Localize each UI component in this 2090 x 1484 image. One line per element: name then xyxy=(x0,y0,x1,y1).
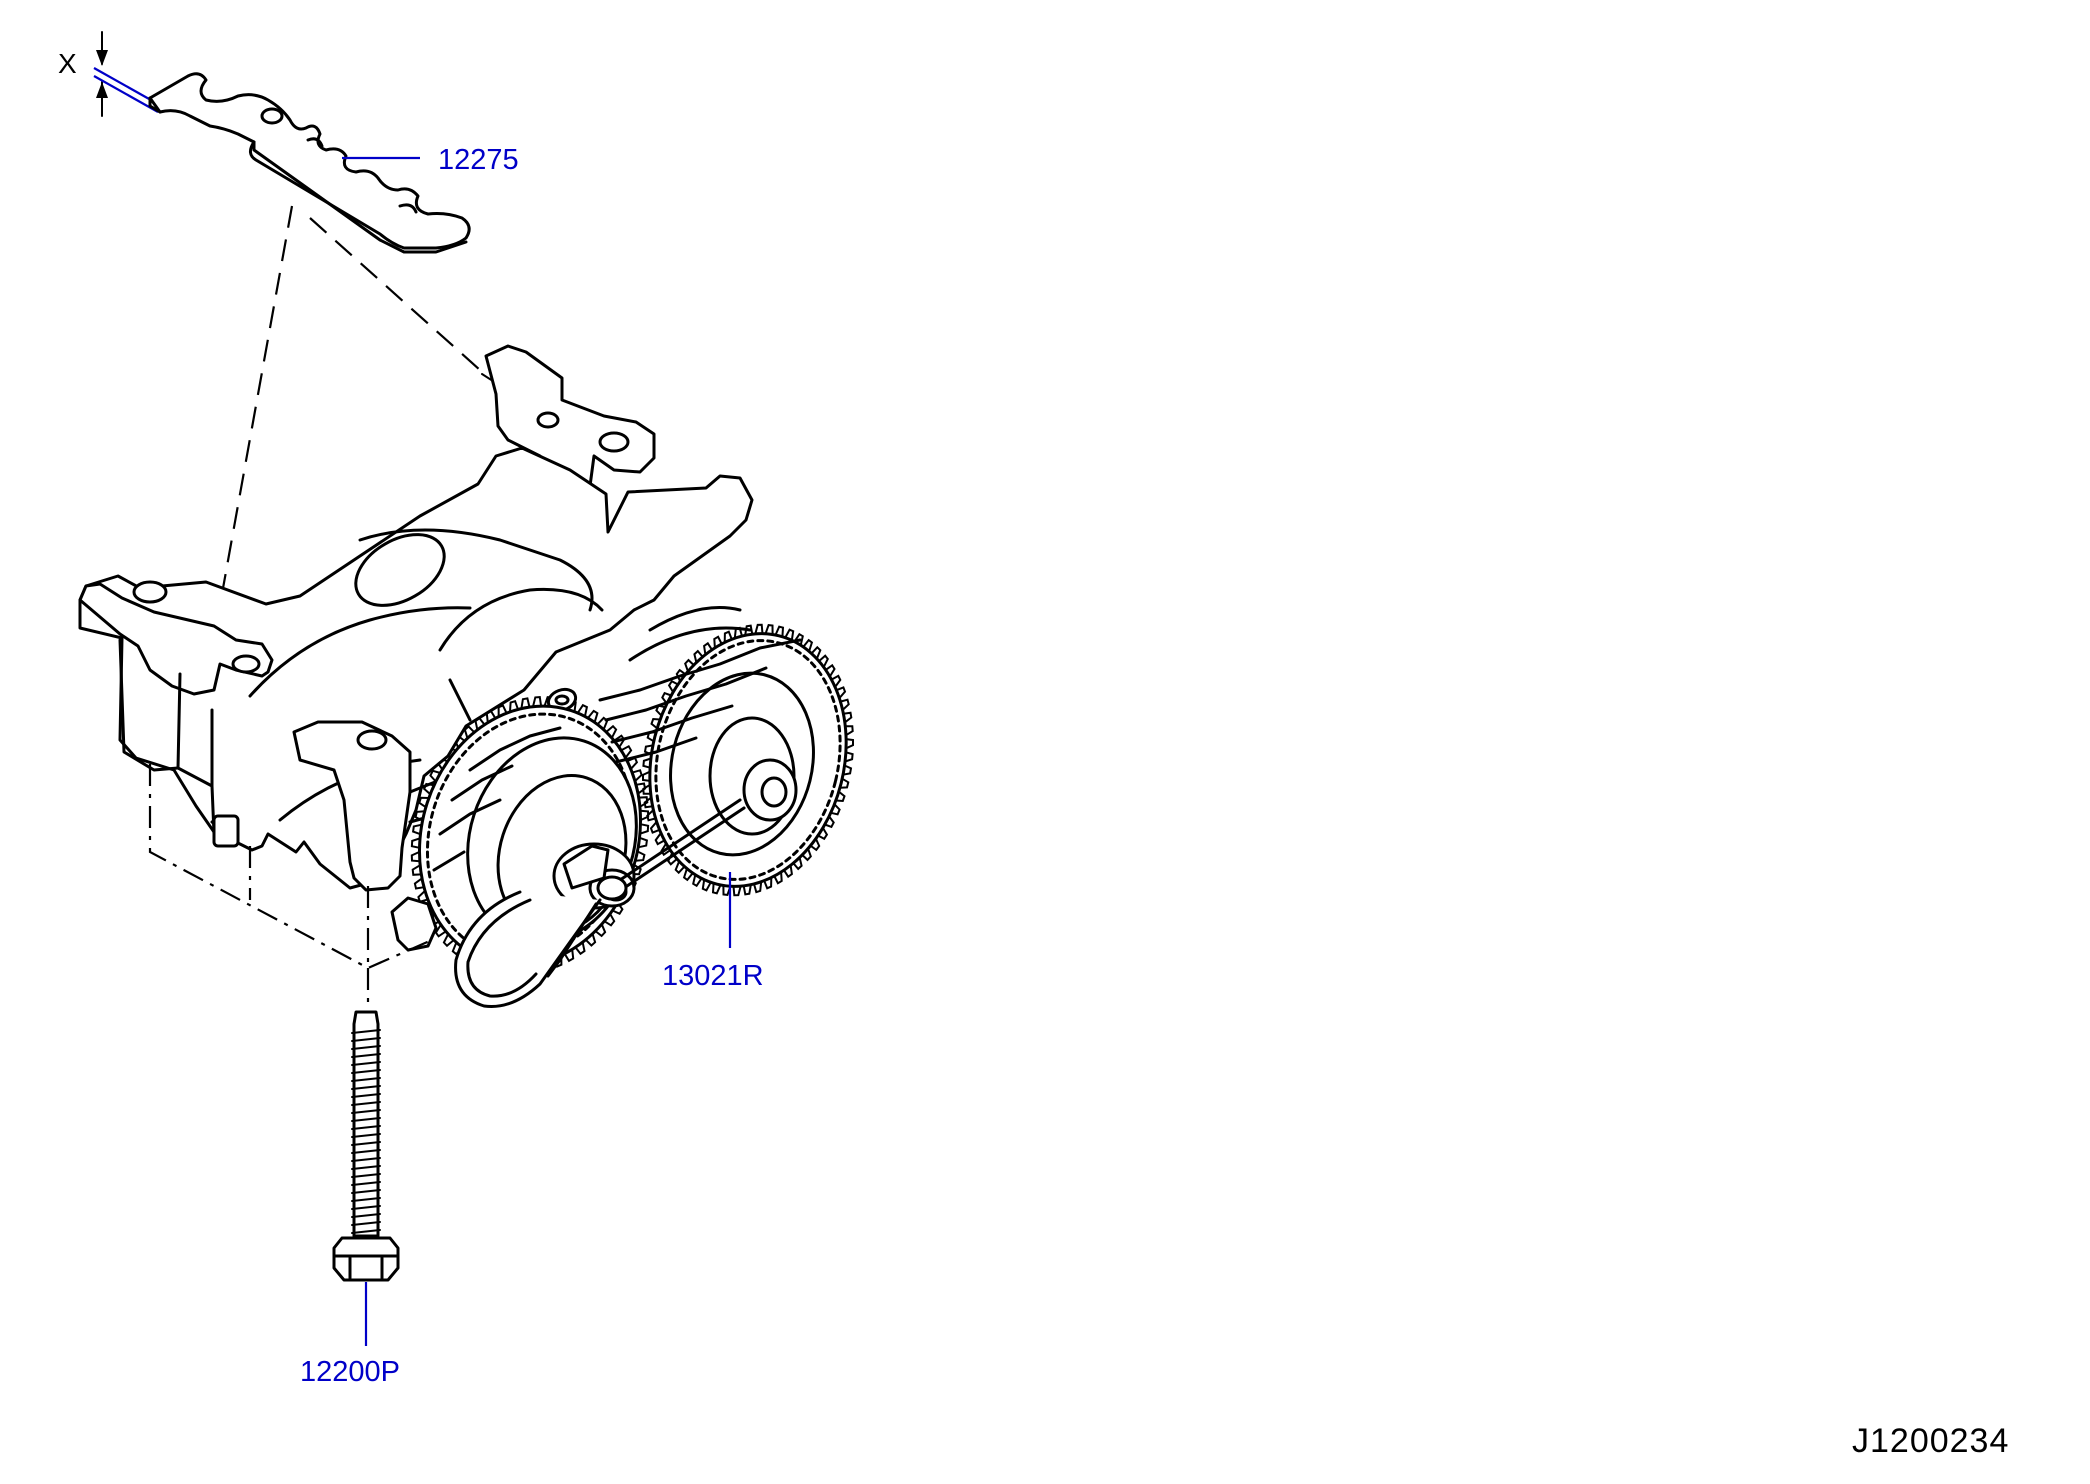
callout-12200p[interactable]: 12200P xyxy=(300,1356,400,1388)
bolt-12200p xyxy=(332,1010,400,1282)
rear-gear-teeth xyxy=(642,623,854,897)
balancer-housing xyxy=(78,344,754,952)
retaining-wire xyxy=(454,798,746,1009)
gasket-12275 xyxy=(148,72,471,254)
assembly-line-right xyxy=(309,217,481,371)
callout-leaders xyxy=(342,156,732,1346)
callout-12275[interactable]: 12275 xyxy=(438,144,519,176)
assembly-line-left xyxy=(216,205,294,617)
helical-teeth xyxy=(432,638,802,872)
thickness-dimension xyxy=(93,31,159,117)
diagram-number: J1200234 xyxy=(1852,1422,2010,1460)
thickness-label: X xyxy=(58,48,77,79)
bolt-alignment-lines xyxy=(148,764,433,1002)
callout-13021r[interactable]: 13021R xyxy=(662,960,764,992)
